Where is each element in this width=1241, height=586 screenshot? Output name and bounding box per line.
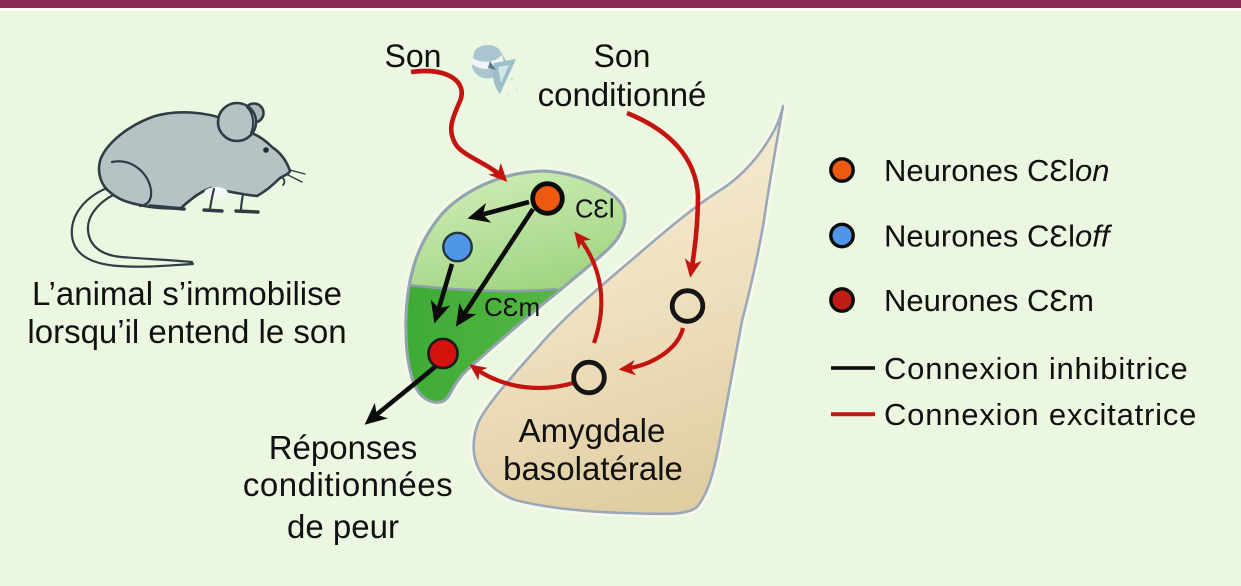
svg-text:basolatérale: basolatérale (503, 450, 683, 487)
svg-text:Neurones CƐloff: Neurones CƐloff (884, 219, 1113, 254)
svg-text:de peur: de peur (287, 508, 399, 545)
svg-text:Amygdale: Amygdale (519, 412, 666, 449)
svg-text:CƐm: CƐm (484, 292, 540, 322)
svg-text:Connexion inhibitrice: Connexion inhibitrice (884, 351, 1189, 386)
svg-text:Neurones CƐlon: Neurones CƐlon (884, 153, 1110, 188)
svg-text:conditionnées: conditionnées (243, 466, 453, 503)
svg-text:Son: Son (594, 38, 651, 74)
svg-text:conditionné: conditionné (538, 76, 707, 113)
svg-text:L’animal s’immobilise: L’animal s’immobilise (32, 275, 342, 312)
svg-text:lorsqu’il entend le son: lorsqu’il entend le son (27, 313, 346, 350)
svg-text:Neurones CƐm: Neurones CƐm (884, 283, 1094, 318)
svg-text:Connexion excitatrice: Connexion excitatrice (884, 397, 1197, 432)
svg-text:Son: Son (385, 38, 442, 74)
svg-text:Réponses: Réponses (269, 429, 418, 466)
svg-text:CƐl: CƐl (575, 196, 614, 224)
